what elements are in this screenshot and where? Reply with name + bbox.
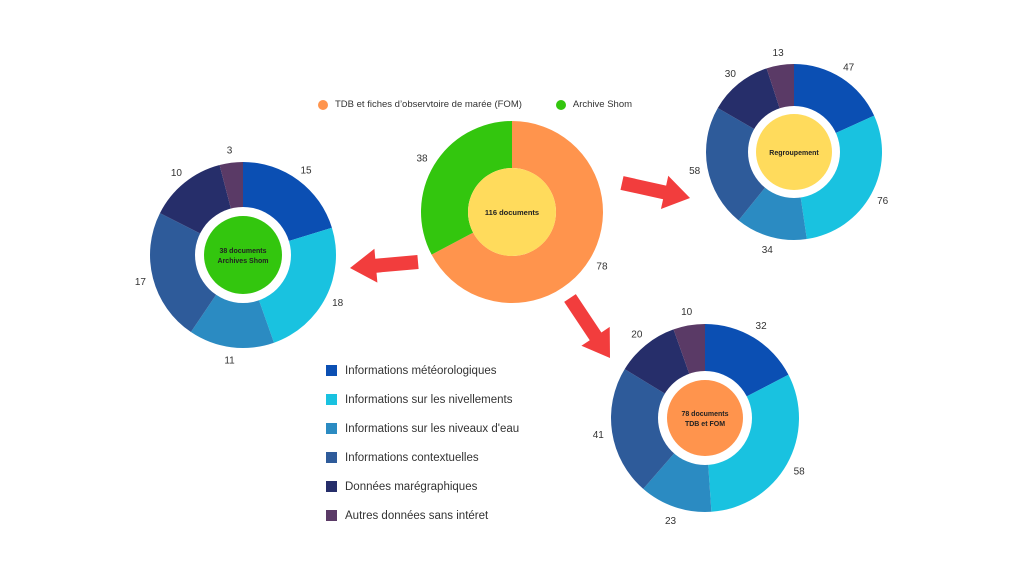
data-label: 58 <box>689 166 701 177</box>
data-label: 78 <box>596 262 608 273</box>
pie-slice <box>431 121 603 303</box>
data-label: 58 <box>794 466 806 477</box>
data-label: 41 <box>593 430 605 441</box>
center-circle <box>756 114 832 190</box>
data-label: 20 <box>631 330 643 341</box>
data-label: 30 <box>725 69 737 80</box>
pie-slice <box>243 162 332 244</box>
legend-label: Informations contextuelles <box>345 451 479 464</box>
legend-label: Informations sur les niveaux d'eau <box>345 422 520 435</box>
legend-item-shom: Archive Shom <box>555 99 633 110</box>
legend-item-fom: TDB et fiches d’observtoire de marée (FO… <box>318 99 522 110</box>
center-circle <box>468 168 556 256</box>
legend-item-nivellements: Informations sur les nivellements <box>326 385 519 414</box>
legend-swatch <box>326 365 337 376</box>
legend-item-contextuelles: Informations contextuelles <box>326 443 519 472</box>
arrow <box>350 248 419 283</box>
legend-label: Autres données sans intéret <box>345 509 489 522</box>
legend-label-fom: TDB et fiches d’observtoire de marée (FO… <box>335 99 522 110</box>
data-label: 3 <box>227 145 233 156</box>
pie-slice <box>799 115 883 240</box>
legend-item-meteo: Informations météorologiques <box>326 356 519 385</box>
data-label: 32 <box>756 321 768 332</box>
data-label: 17 <box>135 277 147 288</box>
pie-slice <box>219 162 243 218</box>
center-label: Regroupement <box>769 150 819 157</box>
pie-slice <box>766 64 794 116</box>
pie-slice <box>673 324 705 383</box>
legend-label: Données marégraphiques <box>345 480 478 493</box>
data-label: 34 <box>762 245 774 256</box>
legend-swatch <box>326 481 337 492</box>
center-circle <box>204 216 282 294</box>
data-label: 15 <box>300 165 312 176</box>
data-label: 76 <box>877 196 889 207</box>
legend-swatch <box>326 423 337 434</box>
legend-item-autres: Autres données sans intéret <box>326 501 519 530</box>
legend-swatch-fom <box>318 99 328 110</box>
pie-slice <box>255 227 336 343</box>
data-label: 13 <box>773 48 785 59</box>
center-circle <box>667 380 743 456</box>
center-label: 38 documents <box>219 248 266 255</box>
legend-swatch-shom <box>555 99 566 110</box>
legend-swatch <box>326 510 337 521</box>
category-legend: Informations météorologiques Information… <box>326 356 519 530</box>
data-label: 10 <box>681 307 693 318</box>
arrow <box>620 175 690 210</box>
top-legend: TDB et fiches d’observtoire de marée (FO… <box>318 99 632 110</box>
legend-swatch <box>326 394 337 405</box>
data-label: 47 <box>843 63 855 74</box>
data-label: 11 <box>224 356 235 367</box>
legend-swatch <box>326 452 337 463</box>
center-label: TDB et FOM <box>685 421 725 428</box>
pie-slice <box>190 287 274 348</box>
data-label: 10 <box>171 168 183 179</box>
legend-label: Informations météorologiques <box>345 364 497 377</box>
center-label: Archives Shom <box>218 258 269 265</box>
legend-label-shom: Archive Shom <box>572 99 633 110</box>
pie-slice <box>421 121 512 255</box>
center-label: 116 documents <box>485 208 539 217</box>
pie-slice <box>707 374 799 512</box>
data-label: 18 <box>332 298 344 309</box>
data-label: 23 <box>665 516 677 527</box>
data-label: 38 <box>416 153 428 164</box>
legend-item-niveaux: Informations sur les niveaux d'eau <box>326 414 519 443</box>
center-label: 78 documents <box>681 411 728 418</box>
arrow <box>564 294 610 358</box>
pie-slice <box>624 329 693 399</box>
legend-label: Informations sur les nivellements <box>345 393 513 406</box>
legend-item-maregraphiques: Données marégraphiques <box>326 472 519 501</box>
